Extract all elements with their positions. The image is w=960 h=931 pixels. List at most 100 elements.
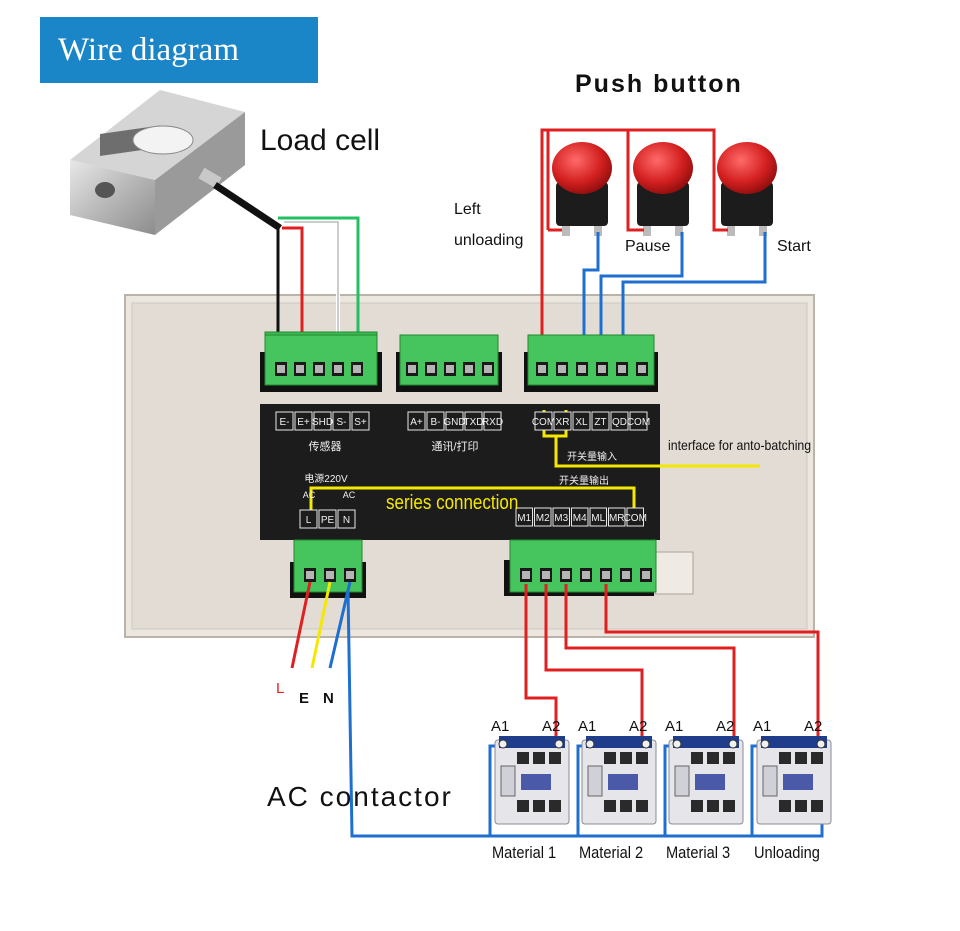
switch-input-terminal-label: COM xyxy=(532,417,555,428)
contactor-a2-label: A2 xyxy=(542,718,561,735)
comm-terminal-label: B- xyxy=(431,417,441,428)
terminal-screw-head xyxy=(427,365,435,373)
power-terminal-label: N xyxy=(343,515,350,526)
push-button-wires xyxy=(540,128,767,372)
terminal-screw-head xyxy=(598,365,606,373)
switch-output-group-label: 开关量输出 xyxy=(559,474,609,487)
wire-l-label: L xyxy=(276,680,285,697)
terminal-screw-head xyxy=(277,365,285,373)
terminal-screw-head xyxy=(296,365,304,373)
output-wires xyxy=(524,584,820,744)
switch-output-terminal-box xyxy=(589,507,607,527)
ac-contactors xyxy=(494,736,832,825)
contactor-name-label: Material 2 xyxy=(579,843,644,862)
terminal-screw-head xyxy=(558,365,566,373)
load-cell-terminal-box xyxy=(313,411,332,431)
terminal-screw-head xyxy=(306,571,314,579)
contactor-name-label: Material 3 xyxy=(666,843,731,862)
terminal-screw-head xyxy=(522,571,530,579)
switch-output-terminal-label: ML xyxy=(591,513,605,524)
pause-label: Pause xyxy=(625,238,671,255)
switch-output-terminal-box xyxy=(534,507,552,527)
load-cell-terminal-label: S- xyxy=(337,417,347,428)
switch-output-terminal-box xyxy=(626,507,644,527)
switch-output-terminal-box xyxy=(515,507,533,527)
contactor-3 xyxy=(668,736,744,825)
contactor-name-label: Material 1 xyxy=(492,843,557,862)
switch-input-terminal-box xyxy=(591,411,610,431)
contactor-a1-label: A1 xyxy=(491,718,510,735)
switch-output-terminal-label: M4 xyxy=(573,513,587,524)
contactor-a2-label: A2 xyxy=(716,718,735,735)
comm-terminal-label: TXD xyxy=(464,417,484,428)
auto-batching-note: interface for anto-batching xyxy=(668,437,812,453)
power-terminal-label: PE xyxy=(321,515,335,526)
switch-input-terminal-label: QD xyxy=(612,417,627,428)
contactor-2 xyxy=(581,736,657,825)
load-cell-wires xyxy=(276,216,360,368)
push-buttons xyxy=(552,142,777,236)
contactor-name-label: Unloading xyxy=(754,843,820,862)
load-cell-label: Load cell xyxy=(260,124,381,157)
switch-input-terminal-box xyxy=(572,411,591,431)
comm-group-label: 通讯/打印 xyxy=(431,439,478,453)
power-terminal-box xyxy=(299,509,318,529)
comm-terminal-box xyxy=(483,411,502,431)
load-cell-image xyxy=(70,90,282,235)
switch-output-terminal-label: MR xyxy=(609,513,625,524)
terminal-screw-head xyxy=(618,365,626,373)
load-cell-terminal-box xyxy=(332,411,351,431)
comm-terminal-box xyxy=(407,411,426,431)
terminal-block-switch-input xyxy=(524,334,658,392)
switch-input-group-label: 开关量输入 xyxy=(567,450,617,463)
contactor-a2-label: A2 xyxy=(629,718,648,735)
comm-terminal-label: A+ xyxy=(410,417,423,428)
terminal-screw-head xyxy=(602,571,610,579)
comm-terminal-label: RXD xyxy=(482,417,503,428)
terminal-screw-head xyxy=(408,365,416,373)
switch-output-terminal-label: COM xyxy=(624,513,647,524)
terminal-screw-head xyxy=(622,571,630,579)
load-cell-terminal-box xyxy=(275,411,294,431)
switch-output-terminal-box xyxy=(552,507,570,527)
terminal-screw-head xyxy=(334,365,342,373)
ac-contactor-label: AC contactor xyxy=(267,781,453,812)
push-button-start xyxy=(717,142,777,236)
terminal-block-switch-output xyxy=(504,539,657,596)
terminal-screw-head xyxy=(346,571,354,579)
switch-output-terminal-label: M1 xyxy=(517,513,531,524)
push-button-pause xyxy=(633,142,693,236)
terminal-screw-head xyxy=(578,365,586,373)
switch-input-terminal-label: ZT xyxy=(594,417,606,428)
load-cell-terminal-label: E- xyxy=(280,417,290,428)
load-cell-terminal-label: E+ xyxy=(297,417,310,428)
terminal-screw-head xyxy=(638,365,646,373)
switch-input-terminal-box xyxy=(553,411,572,431)
switch-output-terminal-box xyxy=(608,507,626,527)
title-banner: Wire diagram xyxy=(40,17,318,83)
switch-output-terminal-label: M2 xyxy=(536,513,550,524)
contactor-a1-label: A1 xyxy=(578,718,597,735)
power-ac-left-label: AC xyxy=(303,490,316,500)
contactor-1 xyxy=(494,736,570,825)
contactor-4 xyxy=(756,736,832,825)
wire-e-label: E xyxy=(299,690,310,707)
switch-input-terminal-label: XR xyxy=(556,417,570,428)
push-button-label: Push button xyxy=(575,70,743,98)
terminal-screw-head xyxy=(538,365,546,373)
comm-terminal-label: GND xyxy=(443,417,465,428)
power-group-label: 电源220V xyxy=(304,472,348,485)
start-label: Start xyxy=(777,238,811,255)
terminal-screw-head xyxy=(465,365,473,373)
load-cell-terminal-box xyxy=(294,411,313,431)
load-cell-group-label: 传感器 xyxy=(309,440,342,453)
terminal-screw-head xyxy=(542,571,550,579)
comm-terminal-box xyxy=(426,411,445,431)
terminal-screw-head xyxy=(446,365,454,373)
page-title: Wire diagram xyxy=(58,31,240,68)
terminal-screw-head xyxy=(562,571,570,579)
switch-output-terminal-box xyxy=(571,507,589,527)
terminal-screw-head xyxy=(315,365,323,373)
power-terminal-box xyxy=(318,509,337,529)
